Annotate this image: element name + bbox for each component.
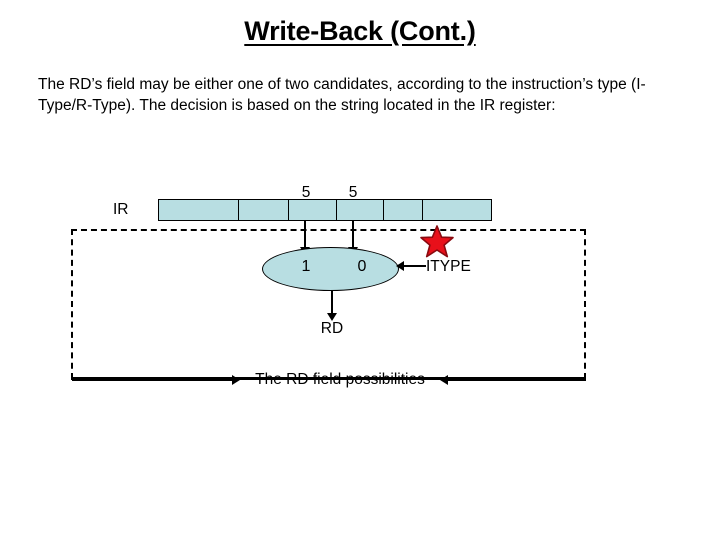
dashed-region-boundary — [71, 229, 586, 379]
itype-signal-label: ITYPE — [426, 258, 471, 275]
rd-output-label: RD — [320, 320, 344, 337]
page-title: Write-Back (Cont.) — [244, 16, 476, 46]
body-paragraph: The RD’s field may be either one of two … — [38, 76, 646, 114]
arrowhead-right-icon — [232, 375, 240, 385]
mux-input-label-1: 1 — [301, 258, 311, 275]
mux-input-label-0: 0 — [357, 258, 367, 275]
region-baseline — [71, 377, 586, 380]
arrow-caption-left — [72, 375, 240, 385]
ir-segment — [159, 200, 239, 220]
ir-register-label: IR — [113, 201, 129, 218]
arrow-mux-to-rd — [327, 291, 337, 321]
field-width-label: 5 — [348, 184, 358, 201]
red-star-icon — [420, 225, 454, 258]
arrowhead-left-icon — [396, 261, 404, 271]
field-width-label: 5 — [301, 184, 311, 201]
arrow-itype-to-mux — [396, 261, 426, 271]
ir-segment — [289, 200, 337, 220]
ir-segment — [423, 200, 491, 220]
diagram-caption: The RD field possibilities — [255, 371, 425, 388]
arrow-field-to-mux-1 — [300, 221, 310, 255]
arrowhead-left-icon — [440, 375, 448, 385]
arrow-caption-right — [440, 375, 586, 385]
ir-segment — [384, 200, 423, 220]
arrowhead-down-icon — [327, 313, 337, 321]
mux-ellipse — [262, 247, 399, 291]
ir-segment — [337, 200, 384, 220]
arrow-field-to-mux-0 — [348, 221, 358, 255]
ir-register-bar — [158, 199, 492, 221]
ir-segment — [239, 200, 289, 220]
